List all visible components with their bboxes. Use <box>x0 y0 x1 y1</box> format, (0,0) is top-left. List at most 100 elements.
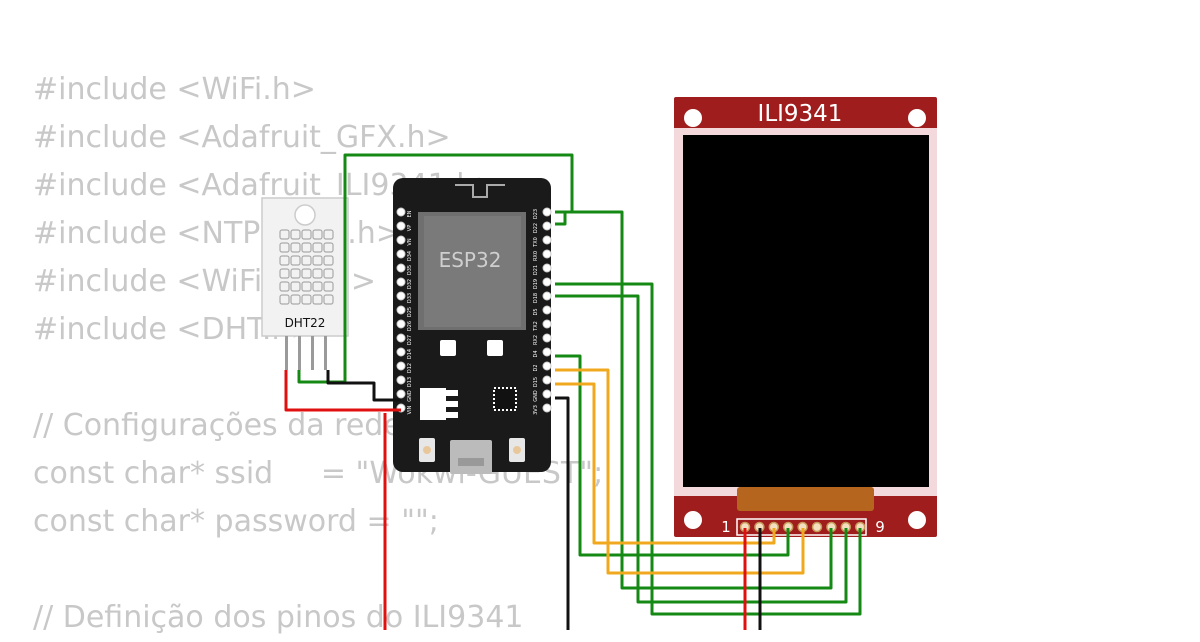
wire-miso[interactable] <box>555 294 848 604</box>
antenna-trace <box>455 184 505 198</box>
esp32-pin[interactable] <box>542 333 552 343</box>
esp32-board[interactable]: ESP32 ENVPVND34D35D32D33D25D26D27D14D12D… <box>393 178 552 474</box>
wire-reset[interactable] <box>555 354 790 557</box>
dht22-vent <box>279 294 290 305</box>
display-pin-last-label: 9 <box>875 518 885 536</box>
dht22-pin <box>311 336 314 370</box>
dht22-vent <box>279 268 290 279</box>
dht22-mount-hole <box>294 204 316 226</box>
esp32-pin-label: D35 <box>407 265 413 275</box>
esp32-pin-label: EN <box>407 210 413 217</box>
esp32-pin-label: D27 <box>407 335 413 345</box>
dht22-vent <box>312 294 323 305</box>
dht22-pin <box>285 336 288 370</box>
esp32-pin[interactable] <box>542 305 552 315</box>
esp32-pin[interactable] <box>396 263 406 273</box>
wire-gnd[interactable] <box>555 396 570 630</box>
esp32-pin[interactable] <box>396 249 406 259</box>
wire-sck[interactable] <box>555 282 862 616</box>
esp32-pin-label: D15 <box>533 377 539 387</box>
button-en-cap <box>423 446 431 454</box>
esp32-pin-label: TX0 <box>533 237 539 248</box>
dht22-body <box>261 197 349 337</box>
mount-hole <box>684 511 702 529</box>
esp32-pin[interactable] <box>542 249 552 259</box>
esp32-pin[interactable] <box>542 375 552 385</box>
dht22-vent <box>323 255 334 266</box>
esp32-pin-label: RX0 <box>533 251 539 261</box>
dht22-vent <box>290 229 301 240</box>
wire-dht-gnd[interactable] <box>326 370 401 402</box>
dht22-vent <box>290 281 301 292</box>
dht22-vent <box>290 242 301 253</box>
code-line: const char* password = ""; <box>33 504 439 539</box>
esp32-module <box>424 216 521 327</box>
esp32-pin[interactable] <box>396 361 406 371</box>
dht22-vent <box>312 255 323 266</box>
display-pin[interactable] <box>811 521 823 533</box>
esp32-pin[interactable] <box>542 389 552 399</box>
dht22-vent <box>279 281 290 292</box>
wire-cs[interactable] <box>555 382 776 545</box>
esp32-label: ESP32 <box>439 248 502 272</box>
esp32-pin[interactable] <box>542 403 552 413</box>
dht22-vent <box>323 268 334 279</box>
esp32-pin-label: D23 <box>533 209 539 219</box>
usb-chip <box>493 387 517 411</box>
dht22-vent <box>290 255 301 266</box>
wires <box>284 153 862 630</box>
esp32-hole <box>440 340 456 356</box>
code-line: // Definição dos pinos do ILI9341 <box>33 600 524 635</box>
wire-dc[interactable] <box>555 368 805 575</box>
dht22-vent <box>301 294 312 305</box>
esp32-pin[interactable] <box>542 347 552 357</box>
esp32-pin[interactable] <box>542 291 552 301</box>
esp32-pin[interactable] <box>396 389 406 399</box>
esp32-pin[interactable] <box>396 277 406 287</box>
esp32-pin-label: D19 <box>533 279 539 289</box>
esp32-pin[interactable] <box>542 277 552 287</box>
dht22-vent <box>279 229 290 240</box>
esp32-pin[interactable] <box>542 221 552 231</box>
esp32-pin[interactable] <box>542 263 552 273</box>
display-pin-first-label: 1 <box>721 518 731 536</box>
esp32-pin[interactable] <box>396 375 406 385</box>
dht22-sensor[interactable]: DHT22 <box>261 197 349 370</box>
code-line: #include <DHT.h> <box>33 312 316 347</box>
esp32-pin[interactable] <box>396 221 406 231</box>
dht22-vent <box>323 294 334 305</box>
esp32-pin[interactable] <box>542 235 552 245</box>
esp32-pin[interactable] <box>396 347 406 357</box>
esp32-pin[interactable] <box>396 333 406 343</box>
esp32-pin[interactable] <box>542 361 552 371</box>
display-ribbon <box>737 487 874 511</box>
esp32-pin[interactable] <box>542 207 552 217</box>
esp32-pin-label: VIN <box>407 405 413 414</box>
ili9341-display[interactable]: ILI9341 1 9 <box>674 97 937 537</box>
wire-mosi[interactable] <box>555 210 833 590</box>
esp32-pin[interactable] <box>396 319 406 329</box>
code-line: #include <Adafruit_GFX.h> <box>33 120 451 155</box>
dht22-pin <box>324 336 327 370</box>
dht22-vent <box>279 242 290 253</box>
esp32-pin[interactable] <box>396 291 406 301</box>
wire-dht-vcc[interactable] <box>284 370 401 412</box>
esp32-pin-label: VN <box>407 238 413 245</box>
esp32-hole <box>487 340 503 356</box>
esp32-pin[interactable] <box>396 305 406 315</box>
dht22-pin <box>298 336 301 370</box>
dht22-vent <box>323 242 334 253</box>
dht22-vent <box>301 268 312 279</box>
mount-hole <box>908 109 926 127</box>
esp32-pin[interactable] <box>396 207 406 217</box>
esp32-pin-label: VP <box>407 225 413 231</box>
usb-port-inner <box>458 458 484 466</box>
esp32-pin-label: D34 <box>407 251 413 261</box>
esp32-pin-label: D13 <box>407 377 413 387</box>
voltage-regulator <box>420 388 446 420</box>
esp32-pin-label: D33 <box>407 293 413 303</box>
dht22-vent <box>312 281 323 292</box>
esp32-pin[interactable] <box>396 235 406 245</box>
esp32-pin[interactable] <box>542 319 552 329</box>
